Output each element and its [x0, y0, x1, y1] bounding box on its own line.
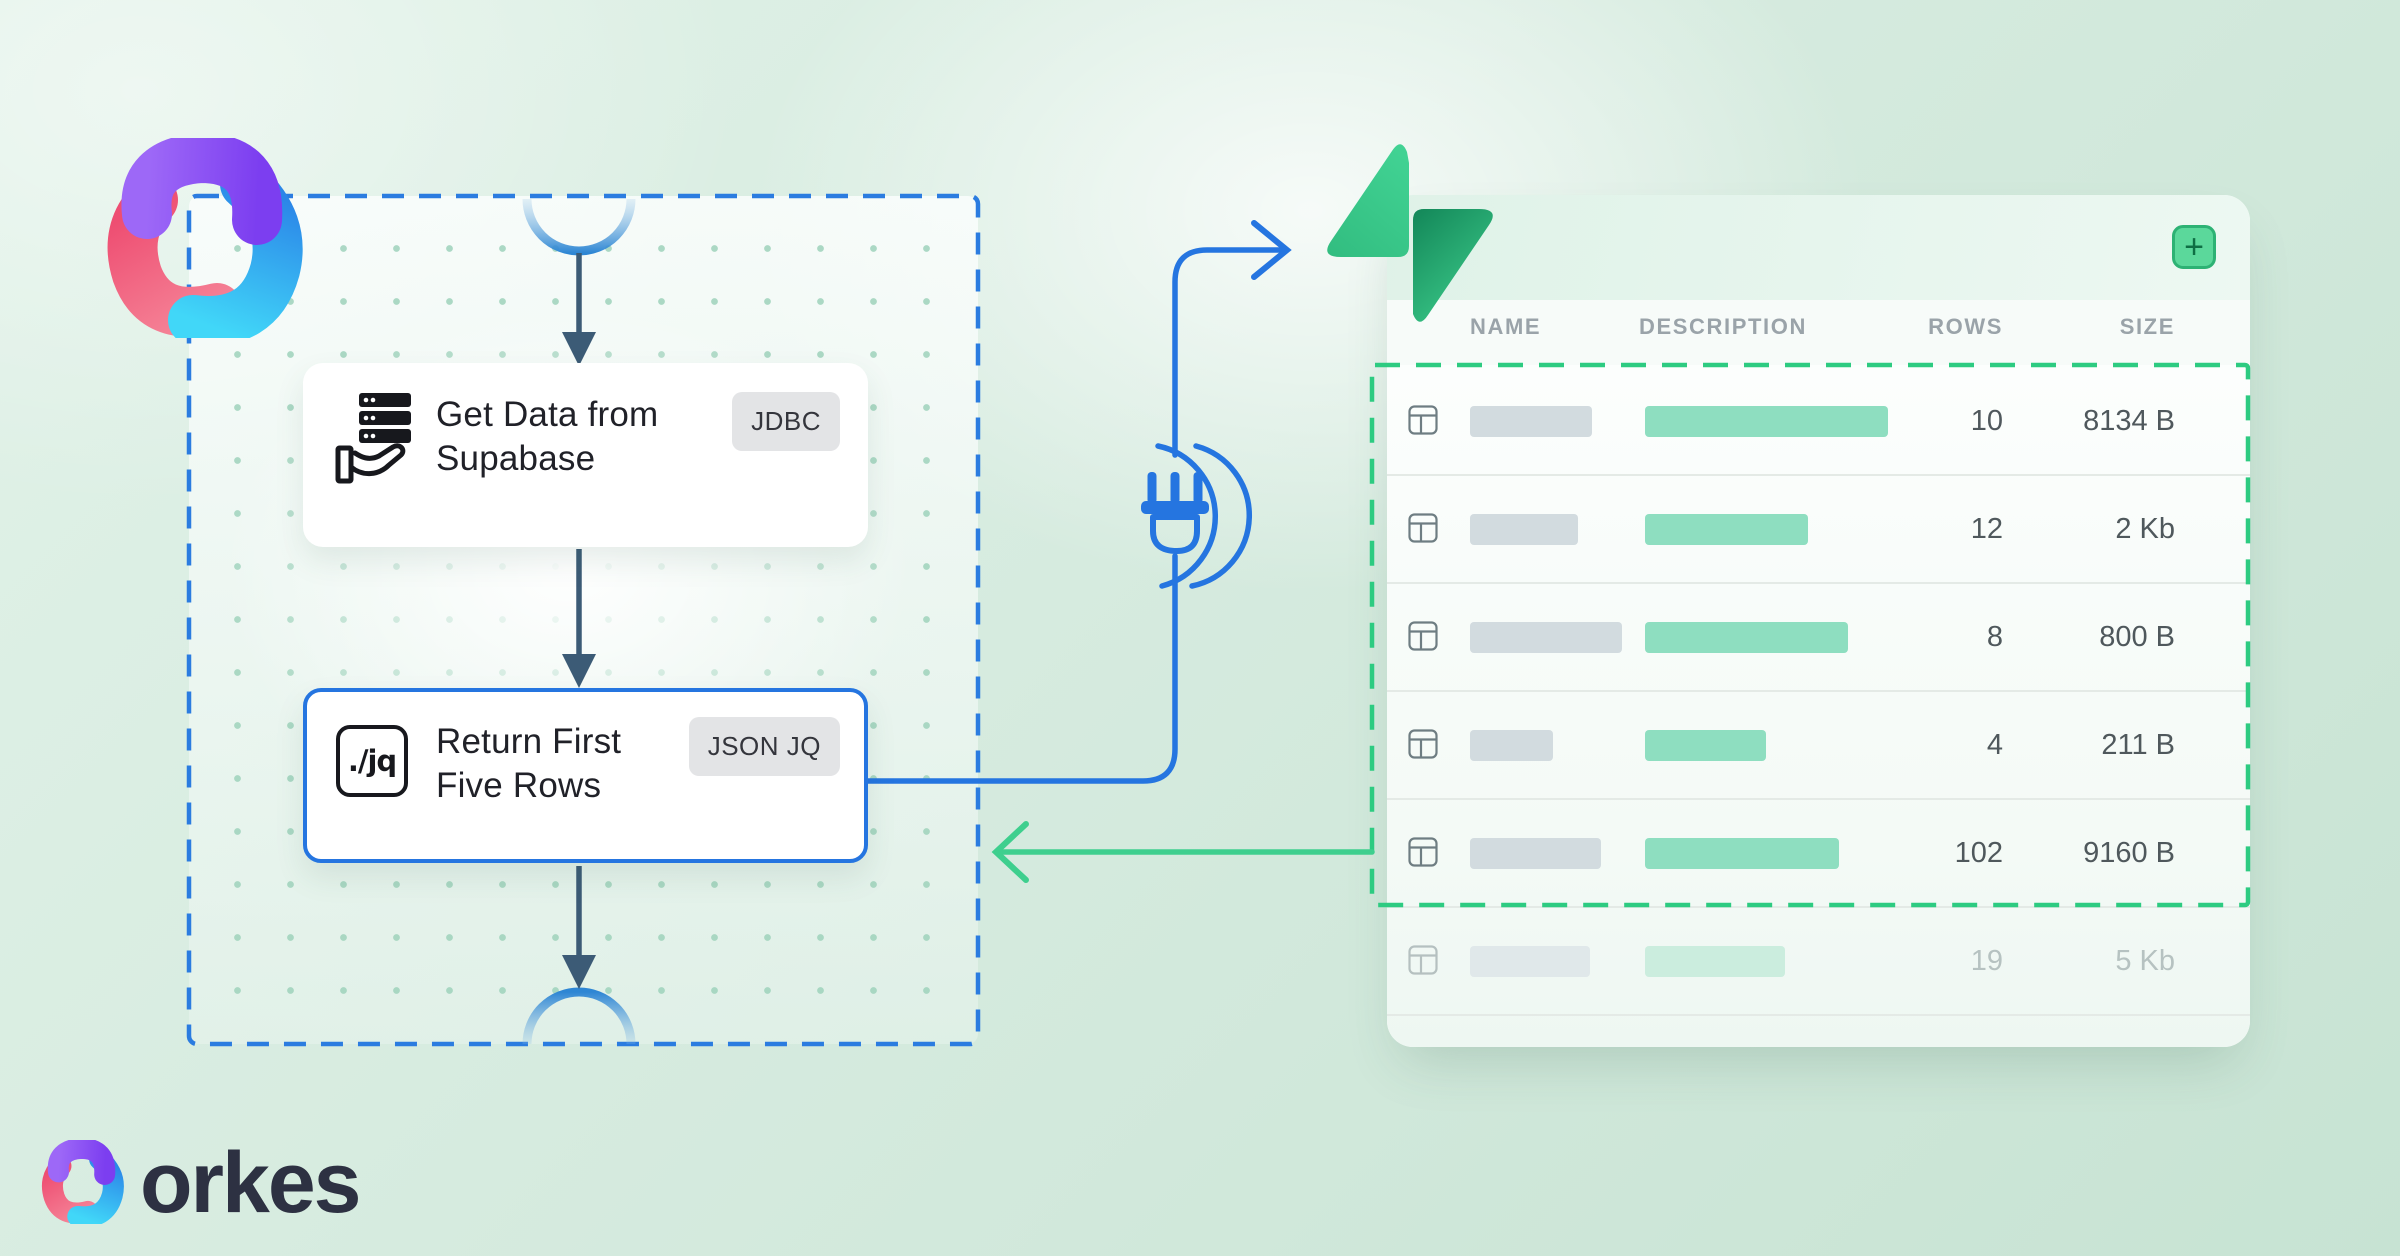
name-placeholder-bar: [1470, 838, 1601, 869]
description-placeholder-bar: [1645, 514, 1808, 545]
description-placeholder-bar: [1645, 946, 1785, 977]
name-placeholder-bar: [1470, 946, 1590, 977]
connector-circle: [1155, 443, 1218, 589]
arrow-head-right: [1251, 220, 1292, 280]
table-row-ghost[interactable]: 19 5 Kb: [1387, 908, 2250, 1016]
table-row[interactable]: 10 8134 B: [1387, 368, 2250, 476]
table-grid-icon: [1408, 729, 1438, 759]
table-row[interactable]: 102 9160 B: [1387, 800, 2250, 908]
add-table-button[interactable]: +: [2172, 225, 2216, 269]
column-header-rows: ROWS: [1928, 314, 2003, 339]
jq-icon: ./jq: [336, 725, 408, 797]
table-row[interactable]: 8 800 B: [1387, 584, 2250, 692]
plus-icon: +: [2184, 228, 2204, 266]
column-header-size: SIZE: [2119, 314, 2175, 339]
task-type-badge: JDBC: [732, 392, 840, 451]
name-placeholder-bar: [1470, 514, 1578, 545]
task-type-badge: JSON JQ: [688, 717, 840, 776]
rows-count: 102: [1954, 837, 2003, 869]
canvas-glow: [189, 196, 978, 1044]
orkes-logo-mark-small: [40, 1140, 124, 1224]
task-card-get-data[interactable]: Get Data from Supabase JDBC: [303, 363, 868, 547]
table-grid-icon: [1408, 837, 1438, 867]
table-grid-icon: [1408, 513, 1438, 543]
task-card-return-rows[interactable]: ./jq Return First Five Rows JSON JQ: [303, 688, 868, 863]
name-placeholder-bar: [1470, 406, 1592, 437]
table-row[interactable]: 12 2 Kb: [1387, 476, 2250, 584]
size-value: 8134 B: [2083, 405, 2175, 437]
size-value: 2 Kb: [2115, 513, 2175, 545]
size-value: 211 B: [2101, 729, 2175, 761]
column-header-description: DESCRIPTION: [1639, 314, 1807, 339]
description-placeholder-bar: [1645, 838, 1839, 869]
orkes-wordmark: orkes: [140, 1135, 361, 1231]
rows-count: 10: [1970, 405, 2003, 437]
table-grid-icon: [1408, 621, 1438, 651]
arrow-head-left: [991, 821, 1029, 883]
database-hand-icon: [335, 393, 411, 484]
table-body: 10 8134 B 12 2 Kb 8 800 B 4: [1387, 365, 2250, 1047]
name-placeholder-bar: [1470, 622, 1622, 653]
task-title: Get Data from Supabase: [436, 395, 659, 478]
return-data-arrow: [991, 821, 1375, 883]
rows-count: 8: [1986, 621, 2003, 653]
orkes-brand-footer: orkes: [40, 1135, 361, 1231]
rows-count: 19: [1970, 945, 2003, 977]
size-value: 5 Kb: [2115, 945, 2175, 977]
database-table-panel: NAME DESCRIPTION ROWS SIZE 10 8134 B 12 …: [1387, 195, 2250, 1047]
panel-top-strip: [1387, 195, 2250, 300]
plug-icon: [1141, 472, 1209, 554]
size-value: 800 B: [2099, 621, 2175, 653]
connector-circle: [1189, 443, 1252, 589]
table-row[interactable]: 4 211 B: [1387, 692, 2250, 800]
size-value: 9160 B: [2083, 837, 2175, 869]
table-header-row: NAME DESCRIPTION ROWS SIZE: [1387, 300, 2250, 365]
rows-count: 4: [1986, 729, 2003, 761]
rows-count: 12: [1970, 513, 2003, 545]
column-header-name: NAME: [1470, 314, 1542, 339]
name-placeholder-bar: [1470, 730, 1553, 761]
table-grid-icon: [1408, 405, 1438, 435]
table-grid-icon: [1408, 945, 1438, 975]
task-title: Return First Five Rows: [436, 722, 622, 805]
description-placeholder-bar: [1645, 730, 1766, 761]
description-placeholder-bar: [1645, 406, 1888, 437]
workflow-canvas: [189, 196, 978, 1044]
description-placeholder-bar: [1645, 622, 1848, 653]
